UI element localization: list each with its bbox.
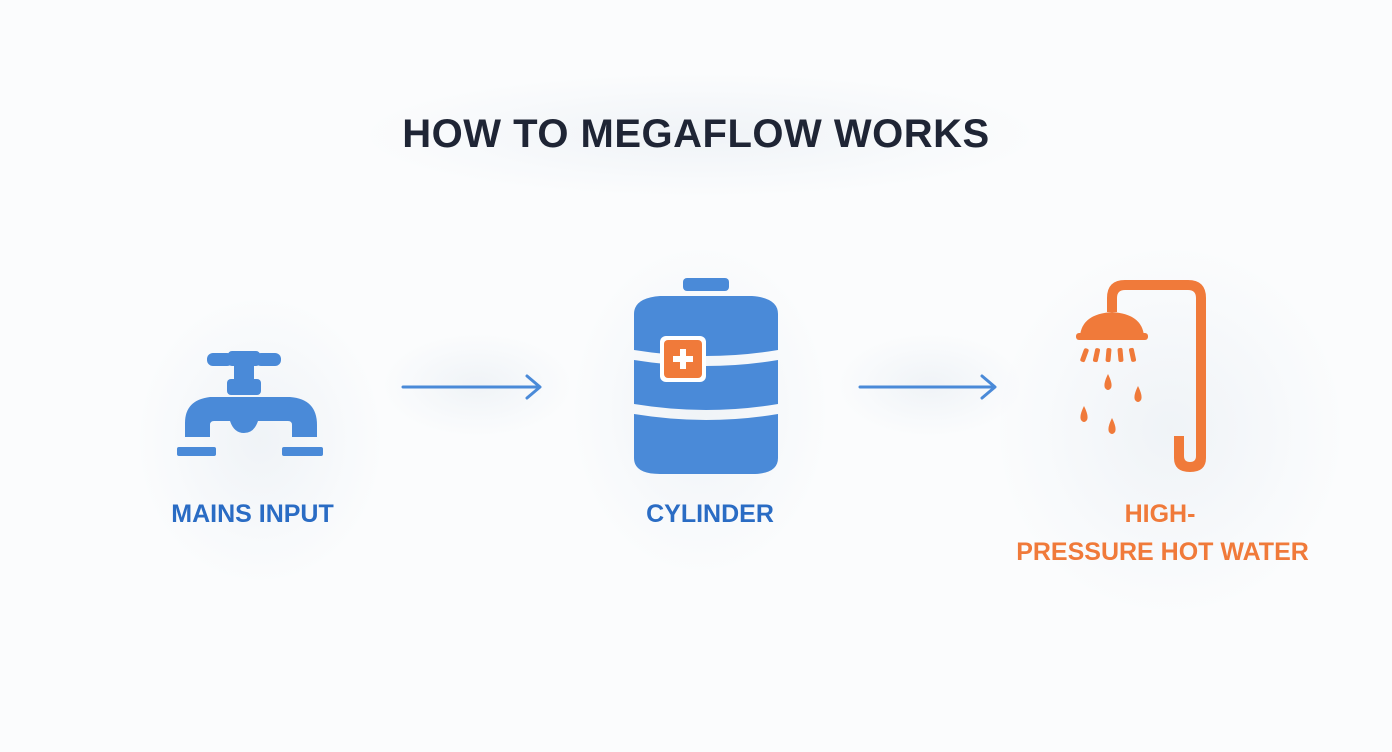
shower-icon <box>1076 280 1206 472</box>
diagram-title: HOW TO MEGAFLOW WORKS <box>402 112 990 156</box>
arrow-glow-2 <box>840 335 1020 435</box>
tap-icon <box>177 351 323 456</box>
flow-arrow-2 <box>858 374 997 400</box>
cylinder-label: CYLINDER <box>646 500 774 528</box>
shower-glow <box>1000 250 1340 610</box>
hot-water-label-line2: PRESSURE HOT WATER <box>1016 538 1309 566</box>
hot-water-label-line1: HIGH- <box>1124 500 1196 528</box>
flow-arrow-1 <box>401 374 542 400</box>
mains-input-label: MAINS INPUT <box>171 500 334 528</box>
title-glow <box>370 75 1030 195</box>
mains-glow <box>140 300 380 580</box>
cylinder-icon <box>634 278 778 474</box>
